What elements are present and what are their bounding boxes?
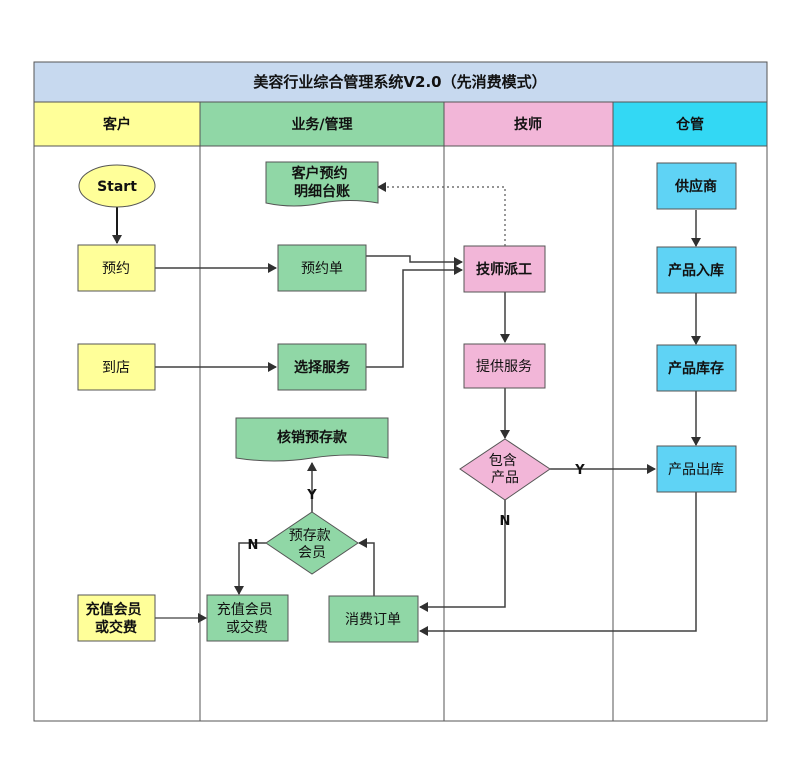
product-in-label: 产品入库 — [668, 262, 724, 279]
reservation-ledger-line2: 明细台账 — [294, 183, 350, 200]
product-out-node — [656, 445, 737, 493]
edge-label-y-up: Y — [306, 488, 317, 503]
writeoff-deposit-label: 核销预存款 — [277, 429, 348, 446]
product-out-label: 产品出库 — [668, 462, 724, 478]
deposit-member-decision — [265, 511, 359, 575]
provide-service-node — [463, 343, 546, 389]
deposit-member-line1: 预存款 — [289, 528, 331, 544]
edge-label-y-right: Y — [574, 463, 585, 478]
select-service-node — [277, 343, 367, 391]
recharge-business-line1: 充值会员 — [217, 602, 273, 618]
reserve-node — [77, 244, 156, 292]
consumption-order-node — [328, 595, 419, 643]
reservation-ledger-line1: 客户预约 — [291, 165, 348, 182]
lane-title-customer: 客户 — [102, 116, 131, 133]
deposit-member-label: 预存款 会员 — [289, 528, 335, 561]
recharge-business-node — [206, 594, 289, 642]
edge-decision-order — [419, 500, 506, 612]
recharge-customer-line2: 或交费 — [95, 619, 137, 636]
arrive-node — [77, 343, 156, 391]
arrive-label: 到店 — [102, 360, 130, 376]
recharge-business-line2: 或交费 — [226, 619, 268, 636]
product-stock-node — [656, 344, 737, 392]
supplier-label: 供应商 — [674, 178, 717, 195]
edge-select-dispatch — [366, 265, 463, 368]
dispatch-label: 技师派工 — [476, 261, 532, 278]
title-bar — [33, 61, 768, 103]
diagram-title: 美容行业综合管理系统V2.0（先消费模式） — [253, 73, 546, 91]
lane-title-technician: 技师 — [514, 116, 542, 133]
consumption-order-label: 消费订单 — [345, 612, 401, 628]
recharge-customer-label: 充值会员 或交费 — [86, 601, 147, 636]
recharge-business-label: 充值会员 或交费 — [217, 602, 277, 636]
edge-deposit-recharge — [234, 542, 266, 595]
lane-header-customer — [33, 101, 201, 147]
reservation-form-node — [277, 244, 367, 292]
writeoff-deposit-node — [235, 417, 389, 462]
includes-product-line1: 包含 — [489, 453, 517, 469]
deposit-member-line2: 会员 — [298, 545, 326, 561]
edge-order-deposit — [358, 538, 375, 596]
product-stock-label: 产品库存 — [668, 360, 724, 377]
edge-productout-order — [419, 492, 697, 636]
recharge-customer-line1: 充值会员 — [86, 601, 142, 618]
supplier-node — [656, 162, 737, 210]
includes-product-line2: 产品 — [491, 470, 519, 486]
includes-product-label: 包含 产品 — [489, 453, 521, 486]
reserve-label: 预约 — [102, 261, 130, 277]
recharge-customer-node — [77, 594, 156, 642]
provide-service-label: 提供服务 — [476, 359, 532, 375]
product-in-node — [656, 246, 737, 294]
lane-header-business — [199, 101, 445, 147]
lane-title-business: 业务/管理 — [291, 116, 352, 133]
lane-title-warehouse: 仓管 — [675, 116, 704, 133]
select-service-label: 选择服务 — [294, 359, 351, 376]
start-label: Start — [97, 179, 137, 195]
start-node — [78, 164, 156, 208]
reservation-form-label: 预约单 — [301, 261, 343, 277]
reservation-ledger-node — [265, 161, 379, 207]
dispatch-node — [463, 245, 546, 293]
edge-label-n-down: N — [500, 514, 511, 529]
edge-form-dispatch — [366, 255, 463, 267]
edge-label-n-left: N — [248, 538, 259, 553]
lane-header-technician — [443, 101, 614, 147]
includes-product-decision — [459, 438, 551, 501]
reservation-ledger-label: 客户预约 明细台账 — [291, 165, 353, 200]
